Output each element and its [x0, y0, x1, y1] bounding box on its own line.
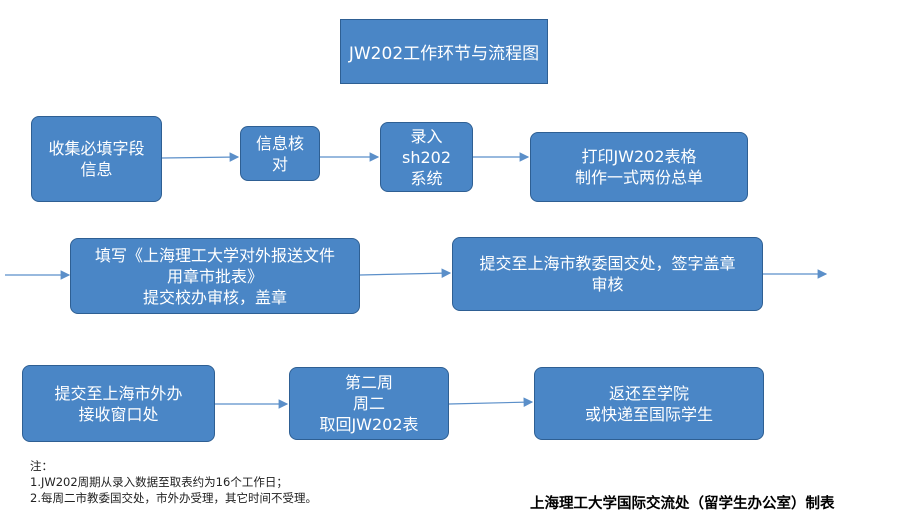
- notes-block: 注： 1.JW202周期从录入数据至取表约为16个工作日； 2.每周二市教委国交…: [30, 458, 317, 506]
- step-print-jw202: 打印JW202表格 制作一式两份总单: [530, 132, 748, 202]
- notes-heading: 注：: [30, 459, 53, 473]
- step-submit-education-commission: 提交至上海市教委国交处，签字盖章 审核: [452, 237, 763, 311]
- step-fill-approval-form: 填写《上海理工大学对外报送文件 用章市批表》 提交校办审核，盖章: [70, 238, 360, 314]
- note-line-2: 2.每周二市教委国交处，市外办受理，其它时间不受理。: [30, 491, 317, 505]
- step-submit-foreign-affairs: 提交至上海市外办 接收窗口处: [22, 365, 215, 442]
- note-line-1: 1.JW202周期从录入数据至取表约为16个工作日；: [30, 475, 288, 489]
- step-retrieve-form: 第二周 周二 取回JW202表: [289, 367, 449, 440]
- step-collect-info: 收集必填字段 信息: [31, 116, 162, 202]
- step-return-to-college: 返还至学院 或快递至国际学生: [534, 367, 764, 440]
- credit-line: 上海理工大学国际交流处（留学生办公室）制表: [530, 496, 835, 512]
- arrow-retrieve-to-return: [448, 397, 534, 408]
- step-enter-sh202: 录入 sh202 系统: [380, 122, 473, 192]
- step-verify-info: 信息核 对: [240, 126, 320, 181]
- diagram-title: JW202工作环节与流程图: [340, 19, 548, 84]
- arrow-fill-form-to-submit-edu: [359, 268, 452, 278]
- arrow-collect-to-verify: [161, 152, 240, 162]
